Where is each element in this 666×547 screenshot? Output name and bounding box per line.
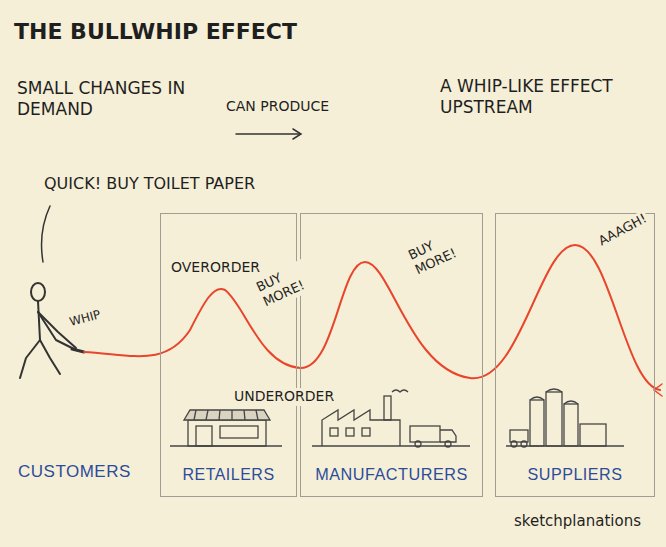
whip-tip xyxy=(654,384,662,396)
shout-label: BUY MORE! xyxy=(404,225,472,280)
produce-arrow xyxy=(236,129,301,139)
scream-label: AAAGH! xyxy=(594,210,651,251)
stage-label: MANUFACTURERS xyxy=(301,465,482,484)
result-text: A WHIP-LIKE EFFECT UPSTREAM xyxy=(440,76,640,119)
stage-label: CUSTOMERS xyxy=(18,461,131,482)
stage-label: SUPPLIERS xyxy=(496,465,654,484)
connector-text: CAN PRODUCE xyxy=(226,98,329,116)
supply-chain-box: RETAILERS xyxy=(160,213,297,497)
supply-chain-box: SUPPLIERS xyxy=(495,213,655,497)
overorder-label: OVERORDER xyxy=(169,259,262,277)
speech-text: QUICK! BUY TOILET PAPER xyxy=(44,174,255,194)
person-figure xyxy=(20,283,84,378)
shop-icon xyxy=(170,410,282,446)
watermark: sketchplanations xyxy=(514,512,641,531)
stage-label: RETAILERS xyxy=(161,466,296,484)
whip-label: WHIP xyxy=(66,307,104,331)
supplier-plant-icon xyxy=(506,389,624,447)
speech-leader xyxy=(42,206,50,262)
underorder-label: UNDERORDER xyxy=(232,388,336,406)
whip-curve xyxy=(84,245,660,390)
premise-text: SMALL CHANGES IN DEMAND xyxy=(17,78,192,121)
diagram-title: THE BULLWHIP EFFECT xyxy=(14,18,297,46)
